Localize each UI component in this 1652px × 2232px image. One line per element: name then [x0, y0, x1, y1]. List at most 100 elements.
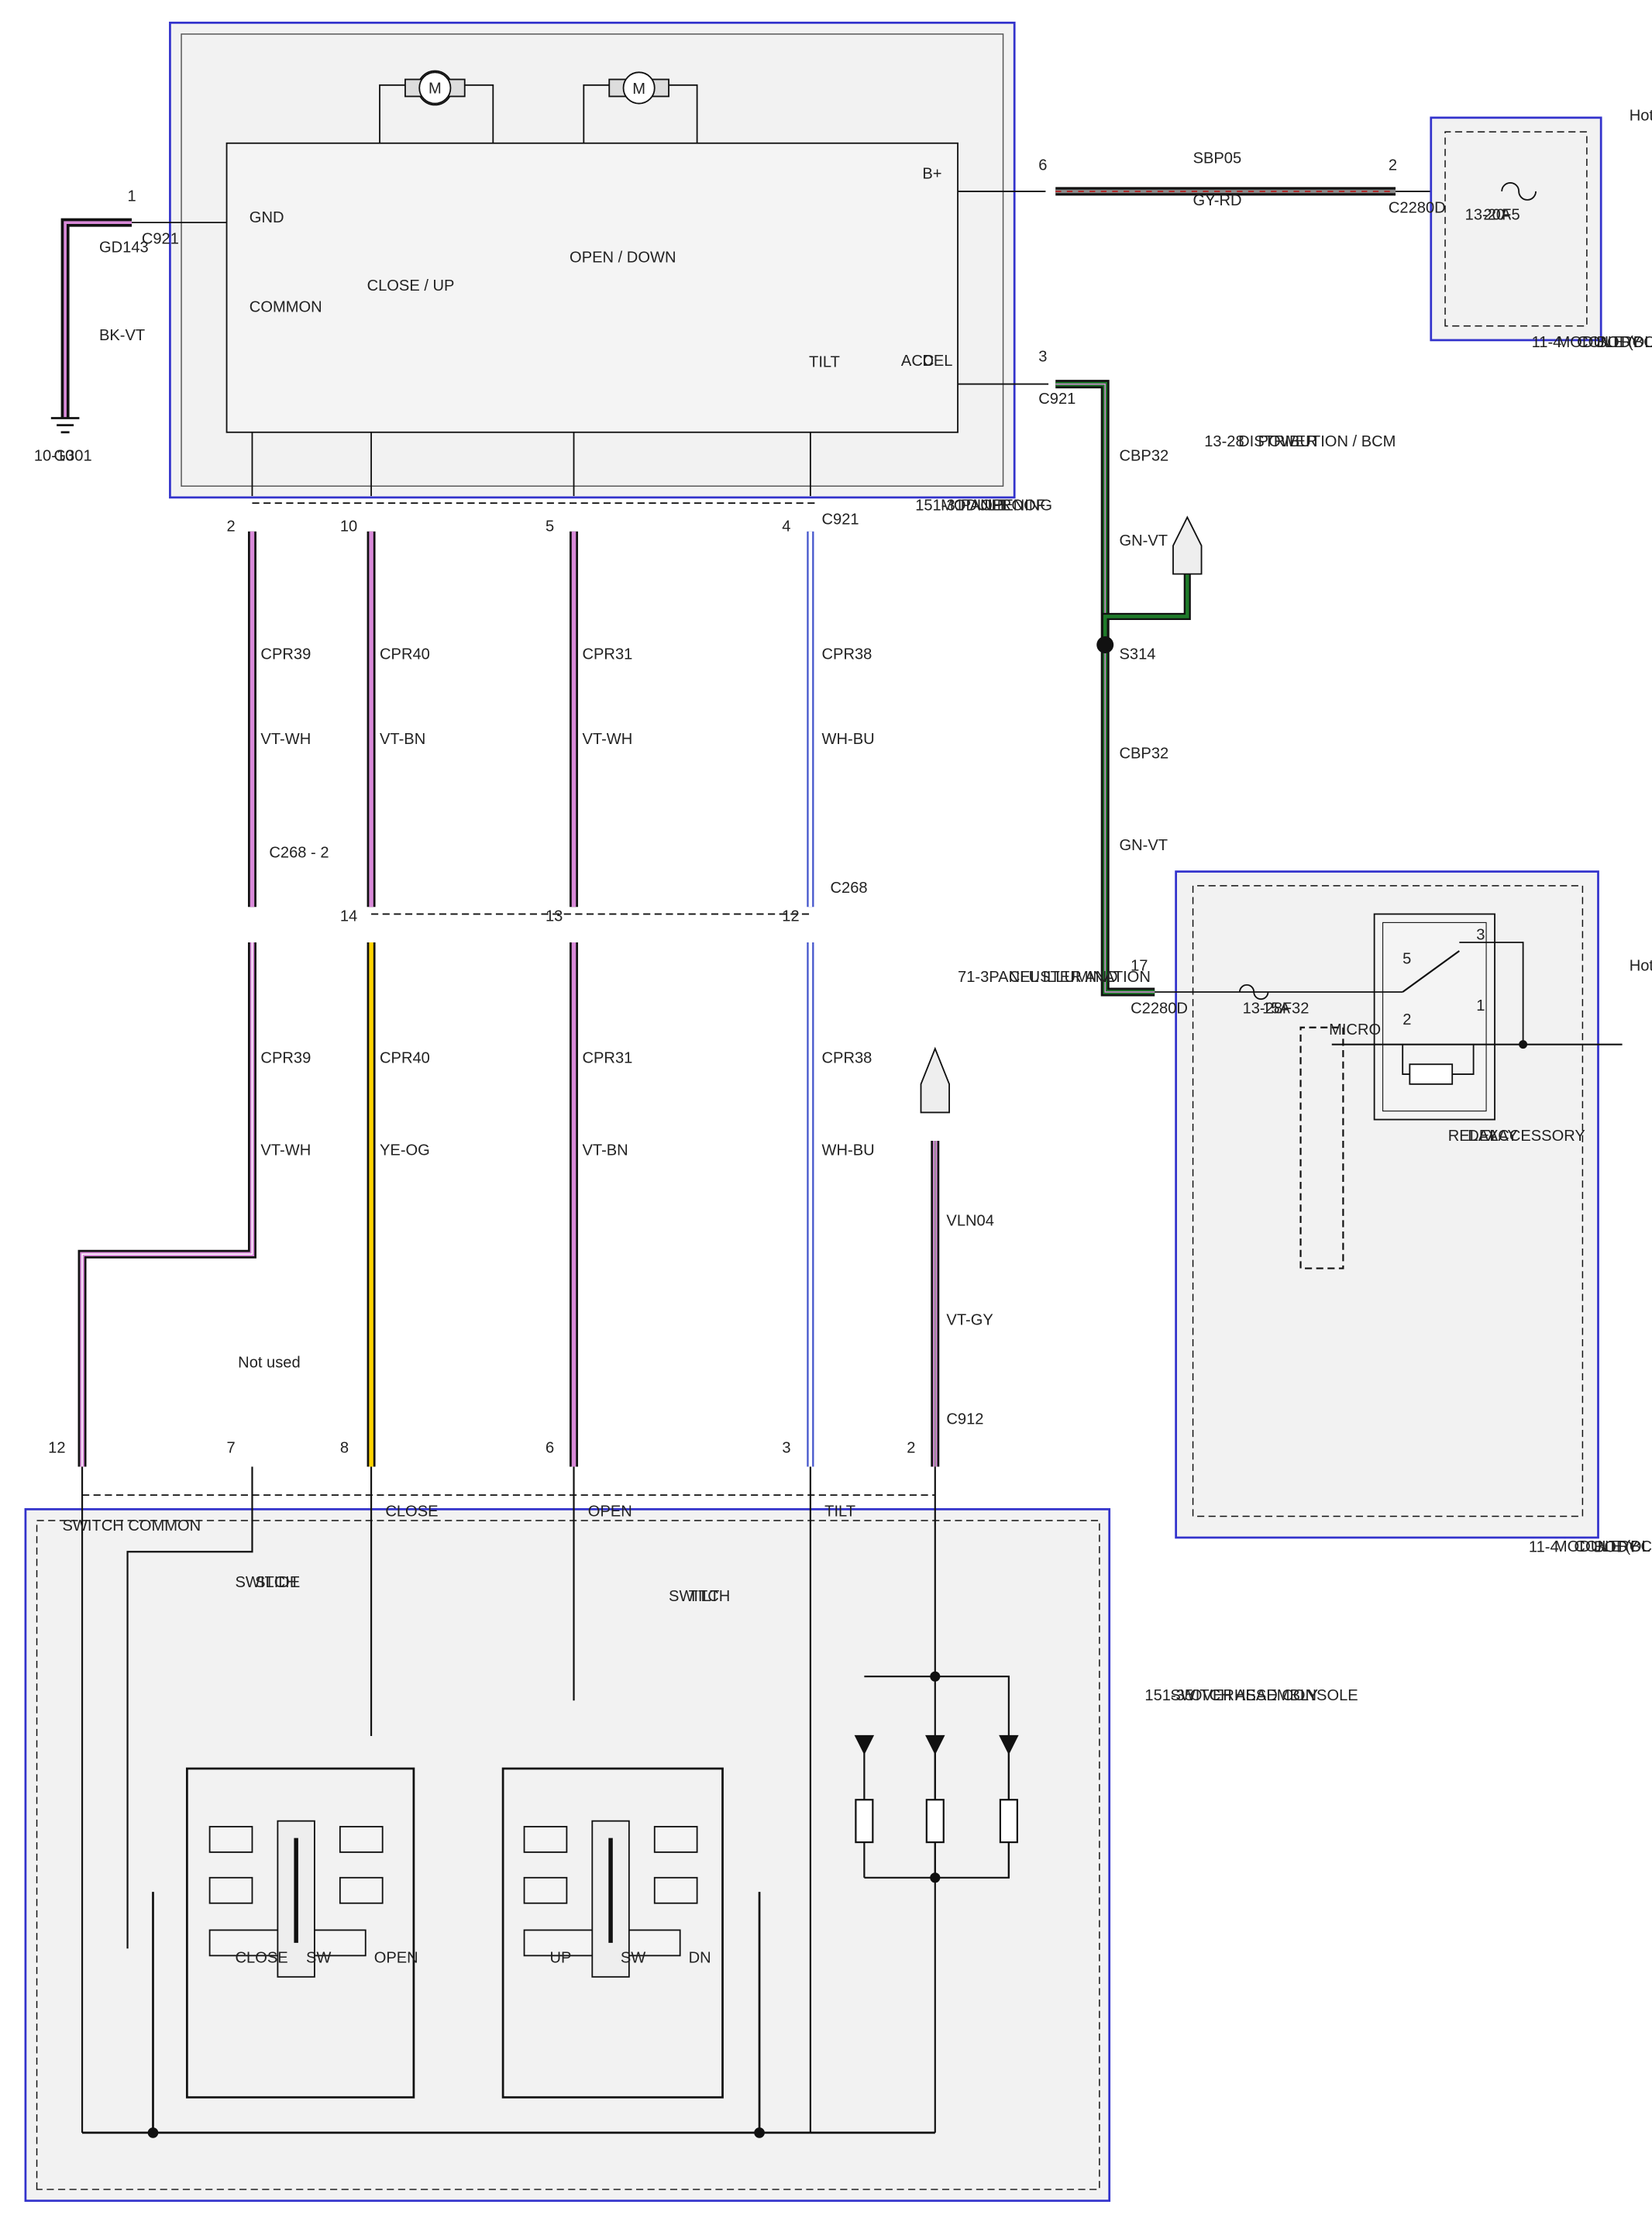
roof-module-title-2: OPENING — [980, 497, 1052, 514]
motor-2 — [583, 71, 698, 143]
relay-pin-3: 3 — [1476, 926, 1485, 943]
wire-2-upper-pin: 10 — [340, 518, 357, 536]
slide-switch-frame — [185, 1767, 415, 2099]
pin-label-acc: ACC — [901, 353, 934, 370]
pin-label-gnd: GND — [250, 209, 284, 226]
wire-4-lower-circuit: CPR38 — [822, 1049, 872, 1066]
led-bank — [854, 1671, 1019, 1883]
harness: C921 C268 C268 - 2 2 CPR39 VT-WH CPR39 V… — [48, 432, 1151, 1467]
power-dist-ref: 13-28 — [1204, 433, 1244, 450]
bcm-top-title-2: CONTROL — [1577, 334, 1652, 351]
label-close: CLOSE — [385, 1504, 438, 1521]
splice-s314 — [1096, 636, 1114, 654]
illumination-pin: 2 — [907, 1439, 915, 1456]
pin-label-bplus: B+ — [922, 165, 941, 182]
bcm-bottom-title-1: BODY — [1594, 1538, 1638, 1555]
wire-1-console-pin: 12 — [48, 1439, 65, 1456]
wire-4-mid-pin: 12 — [782, 908, 799, 925]
slide-pos-open: OPEN — [374, 1950, 418, 1967]
delacc-color-upper: GN-VT — [1119, 532, 1168, 549]
relay-pin-5: 5 — [1402, 950, 1411, 967]
motor-1 — [379, 70, 494, 143]
label-tilt-switch-1: TILT — [689, 1588, 720, 1605]
ground-connector: C921 — [142, 231, 179, 248]
label-slide-switch-2: SWITCH — [236, 1574, 297, 1591]
roof-module-title-1: ROOF — [1000, 497, 1045, 514]
bcm-bottom-title-2: CONTROL — [1574, 1538, 1650, 1555]
wire-4-circuit: CPR38 — [822, 646, 872, 663]
splice-label: S314 — [1119, 646, 1155, 663]
pin-label-tilt: TILT — [809, 354, 840, 371]
wire-2-lower-circuit: CPR40 — [380, 1049, 430, 1066]
connector-c268: C268 — [830, 880, 867, 897]
label-tilt-switch-2: SWITCH — [669, 1588, 730, 1605]
ground-ref: 10-10 — [34, 447, 74, 464]
roof-module-inner — [225, 142, 959, 433]
label-slide-switch-1: SLIDE — [255, 1574, 300, 1591]
micro-box — [1299, 1026, 1344, 1269]
wire-2-lower-color: YE-OG — [380, 1142, 430, 1159]
wire-3-console-pin: 6 — [546, 1439, 554, 1456]
bcm-top-title-3: MODULE (BCM) — [1557, 334, 1652, 351]
accessory-relay-box — [1373, 913, 1495, 1121]
micro-label: MICRO — [1329, 1021, 1381, 1038]
wire-3-lower-color: VT-BN — [583, 1142, 628, 1159]
tilt-pos-dn: DN — [689, 1950, 711, 1967]
bcm-bottom-title-3: MODULE (BCM) — [1554, 1538, 1652, 1555]
tilt-pos-sw: SW — [621, 1950, 645, 1967]
power-dist-label-2: DISTRIBUTION / BCM — [1238, 433, 1396, 450]
delacc-circuit-upper: CBP32 — [1119, 447, 1168, 464]
relay-label-2: DELAY — [1468, 1128, 1517, 1145]
slide-pos-close: CLOSE — [236, 1950, 288, 1967]
bcm-bottom-fuse-2: 15A — [1262, 1000, 1290, 1017]
delacc-color-lower: GN-VT — [1119, 837, 1168, 854]
illumination-arrow — [920, 1046, 950, 1114]
illumination-connector: C912 — [946, 1411, 983, 1428]
label-tilt: TILT — [824, 1504, 855, 1521]
connector-c921: C921 — [822, 512, 859, 529]
bcm-top-box — [1430, 116, 1602, 342]
delacc-connector: C921 — [1038, 391, 1076, 408]
connector-c268-dash: C268 - 2 — [269, 844, 329, 861]
bcm-bottom-connector: C2280D — [1131, 1000, 1188, 1017]
bcm-top-fuse-1: F5 — [1502, 206, 1519, 223]
pin-label-common: COMMON — [250, 298, 322, 315]
bcm-bottom-pin: 17 — [1131, 958, 1148, 975]
motor-label-1: M — [428, 81, 442, 98]
motor-label-2: M — [632, 81, 645, 98]
bcm-bottom-fuse-3: 13-28 — [1243, 1000, 1282, 1017]
delacc-circuit-lower: CBP32 — [1119, 745, 1168, 762]
delacc-pin: 3 — [1038, 348, 1047, 365]
relay-pin-2: 2 — [1402, 1011, 1411, 1028]
roof-module: M M GND COMMON CLOSE / UP OPEN / DOWN TI… — [169, 21, 1052, 514]
wire-1-upper-pin: 2 — [227, 518, 236, 536]
bcm-top-fuse-3: 13-20 — [1465, 206, 1505, 223]
wire-3-upper-pin: 5 — [546, 518, 554, 536]
bplus-circuit: 6 SBP05 GY-RD — [958, 150, 1587, 209]
bcm-bottom-fuse-1: F32 — [1282, 1000, 1310, 1017]
bcm-top-ref: 11-4 — [1532, 334, 1562, 351]
wire-3-circuit: CPR31 — [583, 646, 633, 663]
ground-color: BK-VT — [99, 327, 145, 344]
console-title-2: SWITCH ASSEMBLY — [1170, 1687, 1318, 1704]
ground-circuit: 1 C921 GD143 BK-VT G301 10-10 — [34, 188, 227, 464]
wire-1-lower-circuit: CPR39 — [260, 1049, 311, 1066]
wire-2-console-pin: 8 — [340, 1439, 349, 1456]
roof-module-ref: 151-31 — [915, 497, 964, 514]
bplus-color: GY-RD — [1193, 192, 1242, 209]
power-dist-arrow — [1172, 515, 1203, 575]
bplus-pin: 6 — [1038, 157, 1047, 174]
illumination-ref: 71-3 — [958, 969, 989, 986]
bcm-top-title-1: BODY — [1597, 334, 1641, 351]
ground-pin: 1 — [128, 188, 136, 205]
label-switch-common: SWITCH COMMON — [62, 1517, 201, 1534]
bcm-top-fuse-2: 20A — [1483, 206, 1511, 223]
console-title-1: OVERHEAD CONSOLE — [1190, 1687, 1358, 1704]
wire-1-circuit: CPR39 — [260, 646, 311, 663]
wire-4-console-pin: 3 — [782, 1439, 790, 1456]
bcm-top-connector: C2280D — [1389, 199, 1446, 216]
illumination-label-2: PANEL ILLUMINATION — [989, 969, 1151, 986]
wire-1-color: VT-WH — [260, 731, 311, 748]
wire-1-lower-color: VT-WH — [260, 1142, 311, 1159]
